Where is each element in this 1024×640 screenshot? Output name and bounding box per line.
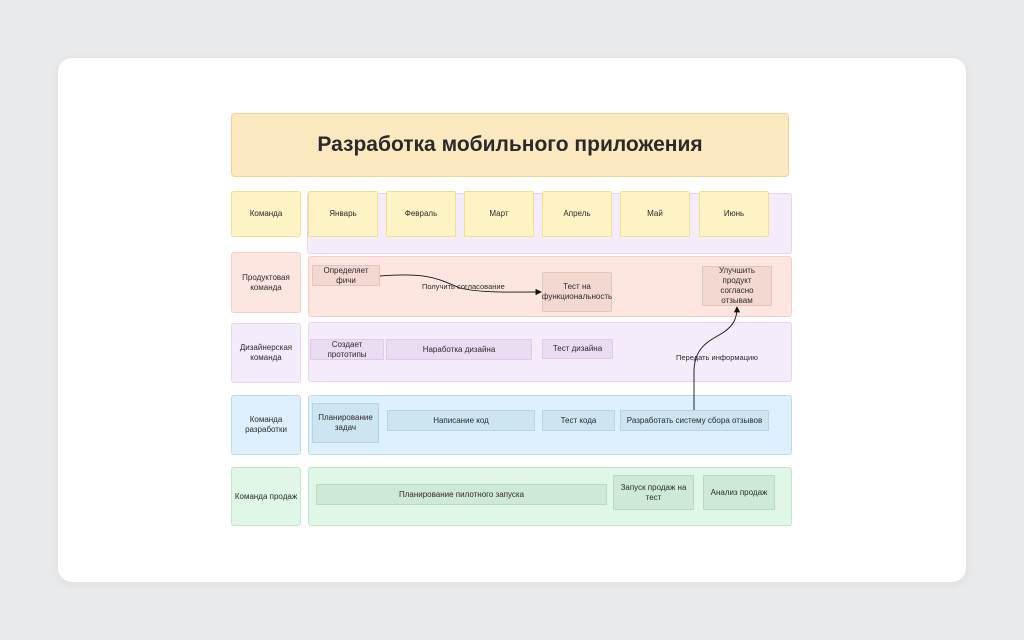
lane-header-dev[interactable]: Команда разработки — [231, 395, 301, 455]
task-design-development[interactable]: Наработка дизайна — [386, 339, 532, 360]
task-create-prototypes[interactable]: Создает прототипы — [310, 339, 384, 360]
month-header-february[interactable]: Февраль — [386, 191, 456, 237]
task-test-sales-launch[interactable]: Запуск продаж на тест — [613, 475, 694, 510]
task-pilot-launch-planning[interactable]: Планирование пилотного запуска — [316, 484, 607, 505]
month-header-april[interactable]: Апрель — [542, 191, 612, 237]
task-feedback-system[interactable]: Разработать систему сбора отзывов — [620, 410, 769, 431]
task-functional-test[interactable]: Тест на функциональность — [542, 272, 612, 312]
task-code-test[interactable]: Тест кода — [542, 410, 615, 431]
month-header-january[interactable]: Январь — [308, 191, 378, 237]
month-header-june[interactable]: Июнь — [699, 191, 769, 237]
task-improve-product[interactable]: Улучшить продукт согласно отзывам — [702, 266, 772, 306]
connector-approval-arrow[interactable] — [379, 274, 542, 296]
task-design-test[interactable]: Тест дизайна — [542, 339, 613, 359]
connector-pass-info-label: Передать информацию — [676, 353, 758, 362]
lane-header-design[interactable]: Дизайнерская команда — [231, 323, 301, 383]
lane-header-product[interactable]: Продуктовая команда — [231, 252, 301, 313]
connector-approval-label: Получить согласование — [422, 282, 505, 291]
diagram-title[interactable]: Разработка мобильного приложения — [231, 113, 789, 177]
task-plan-tasks[interactable]: Планирование задач — [312, 403, 379, 443]
lane-header-sales[interactable]: Команда продаж — [231, 467, 301, 526]
task-define-features[interactable]: Определяет фичи — [312, 265, 380, 286]
connector-pass-info-arrow[interactable] — [693, 306, 741, 410]
month-header-may[interactable]: Май — [620, 191, 690, 237]
task-write-code[interactable]: Написание код — [387, 410, 535, 431]
month-header-march[interactable]: Март — [464, 191, 534, 237]
team-column-header[interactable]: Команда — [231, 191, 301, 237]
task-sales-analysis[interactable]: Анализ продаж — [703, 475, 775, 510]
